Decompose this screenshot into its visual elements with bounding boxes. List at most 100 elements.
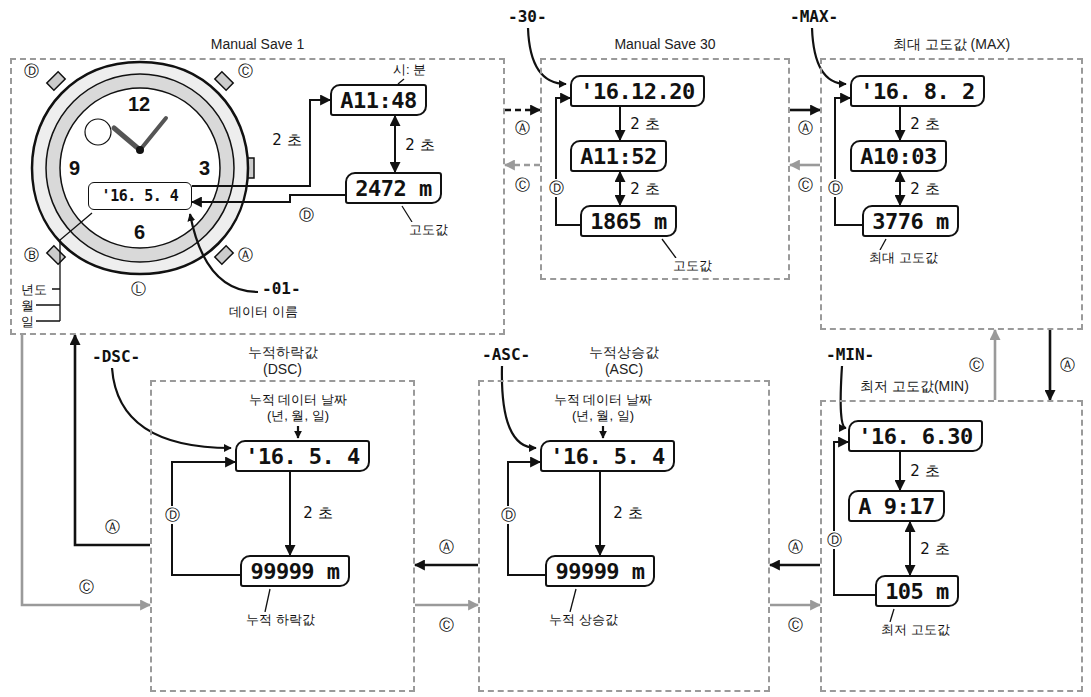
edge-label: 2 초 xyxy=(403,136,436,154)
watch-button xyxy=(47,246,65,264)
data-name-label: -MAX- xyxy=(790,8,838,26)
forward-arrow xyxy=(289,472,291,555)
hour-hand xyxy=(114,128,140,150)
edge-label: Ⓓ xyxy=(826,179,845,197)
dial-numeral: 12 xyxy=(128,93,150,116)
minute-hand xyxy=(140,118,166,150)
annotation-label: 월 xyxy=(20,298,35,313)
edge-label: Ⓐ xyxy=(103,518,122,536)
forward-arrow xyxy=(899,172,901,205)
min-leader xyxy=(890,609,894,622)
data-name-arrow xyxy=(841,366,846,428)
annotation-label: 고도값 xyxy=(408,222,449,237)
back-arrow xyxy=(415,604,478,607)
mode-panel: Manual Save 1'16. 5. 4A11:482472 m xyxy=(10,58,505,335)
edge-label: 2 초 xyxy=(918,540,951,558)
lcd-display: '16. 5. 4 xyxy=(235,440,370,472)
forward-arrow xyxy=(909,522,911,575)
data-name-arrow xyxy=(812,28,846,84)
data-name-label: -30- xyxy=(508,8,547,26)
lcd-text: A11:52 xyxy=(580,144,656,169)
lcd-text: 99999 m xyxy=(555,559,644,584)
max-leader xyxy=(880,239,886,250)
edge-label: Ⓐ xyxy=(437,538,456,556)
annotation-label: 누적 데이터 날짜 (년, 월, 일) xyxy=(548,392,658,424)
annotation-label: 누적 상승값 xyxy=(548,612,619,627)
forward-arrow xyxy=(415,564,478,567)
data-name-label: -ASC- xyxy=(482,346,530,364)
annotation-label: 누적 데이터 날짜 (년, 월, 일) xyxy=(243,392,353,424)
dsc-leader xyxy=(265,589,270,612)
forward-arrow xyxy=(172,462,240,575)
dial-numeral: 3 xyxy=(199,157,210,180)
edge-label: Ⓐ xyxy=(786,538,805,556)
edge-label: Ⓓ xyxy=(547,179,566,197)
mode-panel: 누적하락값 (DSC)'16. 5. 499999 m xyxy=(150,380,415,692)
forward-arrow xyxy=(790,109,820,112)
forward-arrow xyxy=(75,335,150,545)
panel-title: 최대 고도값 (MAX) xyxy=(893,36,1010,53)
back-arrow xyxy=(22,335,150,605)
forward-arrow xyxy=(899,107,901,140)
forward-arrow xyxy=(192,195,345,202)
lcd-text: 2472 m xyxy=(355,176,431,201)
forward-arrow xyxy=(619,172,621,205)
watch-case xyxy=(32,62,248,274)
date-leader xyxy=(36,213,92,321)
panel-title: Manual Save 1 xyxy=(211,36,304,53)
edge-label: 2 초 xyxy=(908,115,941,133)
date-arrow xyxy=(297,426,299,438)
forward-arrow xyxy=(899,452,901,490)
panel-title: 누적하락값 (DSC) xyxy=(241,344,325,378)
annotation-label: 년도 xyxy=(20,282,48,297)
edge-label: Ⓐ xyxy=(513,119,532,137)
button-label: Ⓓ xyxy=(24,62,39,80)
edge-label: Ⓒ xyxy=(967,356,986,374)
edge-label: 2 초 xyxy=(628,115,661,133)
lcd-text: A 9:17 xyxy=(858,494,934,519)
lcd-display: A11:48 xyxy=(330,84,427,116)
edge-label: 2 초 xyxy=(270,131,303,149)
lcd-text: A10:03 xyxy=(860,144,936,169)
lcd-display: 1865 m xyxy=(580,205,677,237)
edge-label: 2 초 xyxy=(908,462,941,480)
annotation-label: 일 xyxy=(20,314,35,329)
forward-arrow xyxy=(770,564,820,567)
lcd-display: '16. 6.30 xyxy=(848,420,983,452)
lcd-text: '16. 8. 2 xyxy=(860,79,975,104)
edge-label: 2 초 xyxy=(301,504,334,522)
lcd-text: 3776 m xyxy=(872,209,948,234)
lcd-display: '16. 5. 4 xyxy=(88,182,192,210)
back-arrow xyxy=(505,164,540,167)
leader-lines xyxy=(36,79,894,622)
lcd-display: 2472 m xyxy=(345,172,442,204)
button-label: Ⓒ xyxy=(238,62,253,80)
forward-arrow xyxy=(599,472,601,555)
lcd-display: 3776 m xyxy=(862,205,959,237)
mode-panel: 누적상승값 (ASC)'16. 5. 499999 m xyxy=(478,380,770,692)
mode-panel: Manual Save 30'16.12.20A11:521865 m xyxy=(540,58,790,280)
edge-label: 2 초 xyxy=(908,180,941,198)
lcd-display: 99999 m xyxy=(240,555,350,587)
annotation-label: 시: 분 xyxy=(392,62,427,77)
forward-arrow xyxy=(394,116,396,172)
watch-button xyxy=(215,246,233,264)
lcd-display: '16.12.20 xyxy=(570,75,705,107)
edge-label: Ⓒ xyxy=(77,578,96,596)
edge-label: Ⓒ xyxy=(796,176,815,194)
annotation-label: 데이터 이름 xyxy=(228,304,299,319)
lcd-display: A10:03 xyxy=(850,140,947,172)
lcd-text: 1865 m xyxy=(590,209,666,234)
back-arrow xyxy=(790,164,820,167)
annotation-label: 최대 고도값 xyxy=(868,250,939,265)
lcd-text: 105 m xyxy=(885,579,949,604)
edge-label: Ⓓ xyxy=(499,506,518,524)
back-arrow xyxy=(770,604,820,607)
forward-arrow xyxy=(505,109,540,112)
button-label: Ⓛ xyxy=(131,280,146,298)
edge-label: 2 초 xyxy=(628,180,661,198)
edge-label: 2 초 xyxy=(611,504,644,522)
lcd-text: '16.12.20 xyxy=(580,79,695,104)
dial-numeral: 6 xyxy=(134,221,145,244)
dial-numeral: 9 xyxy=(69,157,80,180)
